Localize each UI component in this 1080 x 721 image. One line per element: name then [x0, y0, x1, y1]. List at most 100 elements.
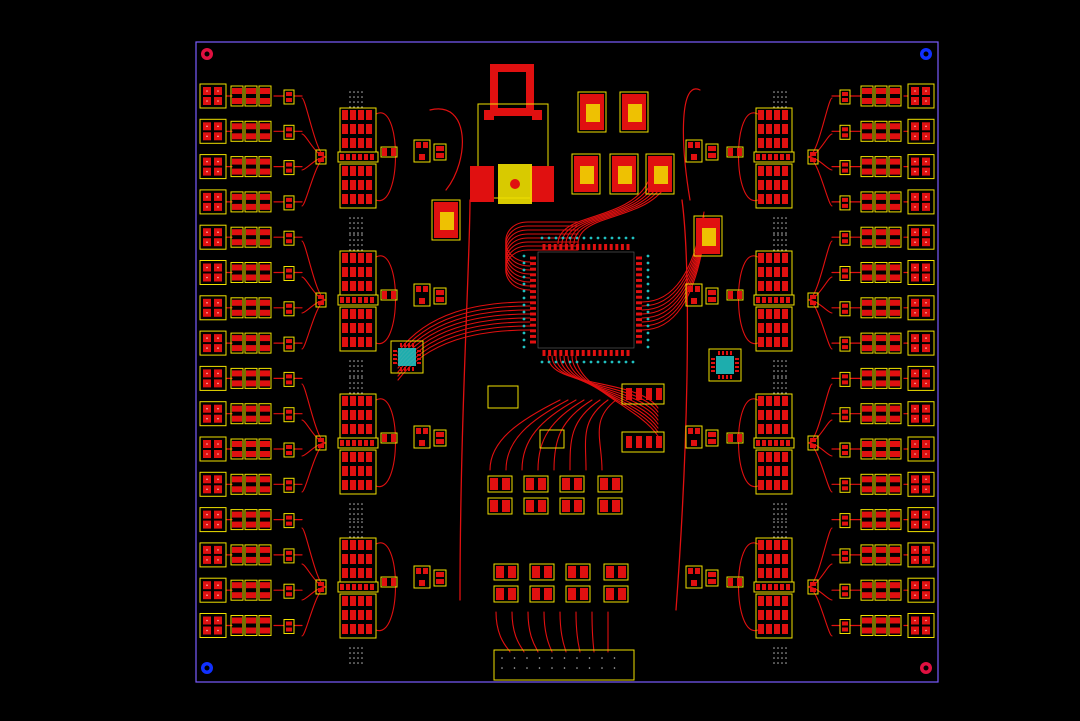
- diode-outline: [839, 160, 851, 176]
- pin-marker: [217, 453, 219, 455]
- resistor-pad: [876, 441, 886, 447]
- resistor-pad: [890, 556, 900, 563]
- pin-marker: [785, 377, 787, 379]
- pin-marker: [361, 647, 363, 649]
- resistor-network-pad: [366, 466, 372, 476]
- diode-outline: [839, 336, 851, 352]
- resistor-network-pad: [774, 267, 780, 277]
- resistor-pad: [890, 441, 900, 447]
- pin-marker: [785, 91, 787, 93]
- sot-pad: [318, 444, 324, 448]
- via: [554, 236, 558, 240]
- resistor-network-pad: [342, 124, 348, 134]
- ic-pad: [774, 584, 778, 590]
- pin-marker: [914, 347, 916, 349]
- via: [610, 360, 614, 364]
- via: [522, 303, 526, 307]
- pin-marker: [914, 417, 916, 420]
- ic-pad: [340, 154, 344, 160]
- copper-trace: [301, 276, 327, 301]
- resistor-outline: [258, 509, 272, 531]
- pin-marker: [777, 508, 779, 510]
- resistor-outline: [874, 85, 888, 107]
- regulator-body: [580, 166, 594, 184]
- resistor-pad: [232, 88, 242, 94]
- resistor-network-pad: [758, 180, 764, 190]
- transistor-pad: [691, 440, 697, 446]
- resistor-network-pad: [366, 166, 372, 176]
- resistor-network-pad: [366, 180, 372, 190]
- resistor-network-pad: [782, 466, 788, 476]
- sot-pad: [810, 152, 816, 156]
- diode-pad: [286, 345, 292, 350]
- resistor-pad: [862, 441, 872, 447]
- pin-marker: [914, 170, 916, 173]
- resistor-outline: [860, 85, 874, 107]
- resistor-network-pad: [758, 337, 764, 347]
- resistor-pad: [246, 380, 256, 387]
- resistor-network-pad: [758, 124, 764, 134]
- pin-marker: [357, 222, 359, 224]
- resistor-network-pad: [358, 166, 364, 176]
- pin-marker: [206, 90, 208, 92]
- pin-marker: [217, 594, 219, 596]
- passive-pad: [737, 434, 742, 442]
- pin-marker: [349, 382, 351, 384]
- pin-marker: [349, 657, 351, 659]
- via: [589, 236, 593, 240]
- pin-marker: [781, 375, 783, 377]
- via: [568, 360, 572, 364]
- diode-pad: [286, 303, 292, 308]
- resistor-outline: [230, 226, 244, 248]
- resistor-network-pad: [358, 540, 364, 550]
- qfn-pin: [393, 350, 397, 352]
- resistor-pad: [862, 239, 872, 246]
- pin-marker: [785, 657, 787, 659]
- via: [522, 261, 526, 265]
- pin-marker: [349, 360, 351, 362]
- resistor-network-pad: [782, 337, 788, 347]
- mcu-pin: [530, 295, 536, 299]
- qfn-pin: [711, 366, 715, 368]
- pin-marker: [773, 531, 775, 533]
- resistor-outline: [860, 156, 874, 178]
- resistor-network-pad: [358, 110, 364, 120]
- mcu-pin: [636, 318, 642, 322]
- resistor-pad: [246, 627, 256, 634]
- copper-trace: [584, 399, 609, 471]
- pin-marker: [361, 217, 363, 219]
- pin-marker: [526, 667, 528, 669]
- resistor-pad: [862, 476, 872, 483]
- diode-pad: [286, 92, 292, 96]
- ic-pad: [786, 154, 790, 160]
- pin-marker: [217, 206, 219, 208]
- pin-marker: [925, 488, 927, 491]
- resistor-network-pad: [782, 309, 788, 319]
- diode-outline: [839, 442, 851, 458]
- qfn-pin: [400, 343, 402, 347]
- resistor-pad: [876, 309, 886, 316]
- mcu-pin: [581, 244, 585, 250]
- mcu-pin: [636, 273, 642, 277]
- resistor-outline: [860, 473, 874, 495]
- pin-marker: [217, 196, 219, 198]
- mcu-pin: [626, 244, 630, 250]
- cap-pad: [502, 478, 510, 490]
- ic-pad: [786, 297, 790, 303]
- resistor-outline: [244, 120, 258, 142]
- pin-marker: [361, 239, 363, 241]
- resistor-network-outline: [755, 593, 793, 639]
- resistor-network-pad: [774, 540, 780, 550]
- mcu-pin: [530, 340, 536, 344]
- resistor-outline: [244, 403, 258, 425]
- pin-marker: [914, 312, 916, 314]
- passive-pad: [728, 434, 733, 442]
- transistor-pad: [436, 572, 444, 577]
- cap-outline: [565, 585, 591, 603]
- resistor-outline: [860, 120, 874, 142]
- ic-pad: [364, 584, 368, 590]
- cap-pad: [574, 478, 582, 490]
- resistor-pad: [232, 370, 242, 377]
- resistor-outline: [874, 120, 888, 142]
- pin-marker: [781, 232, 783, 234]
